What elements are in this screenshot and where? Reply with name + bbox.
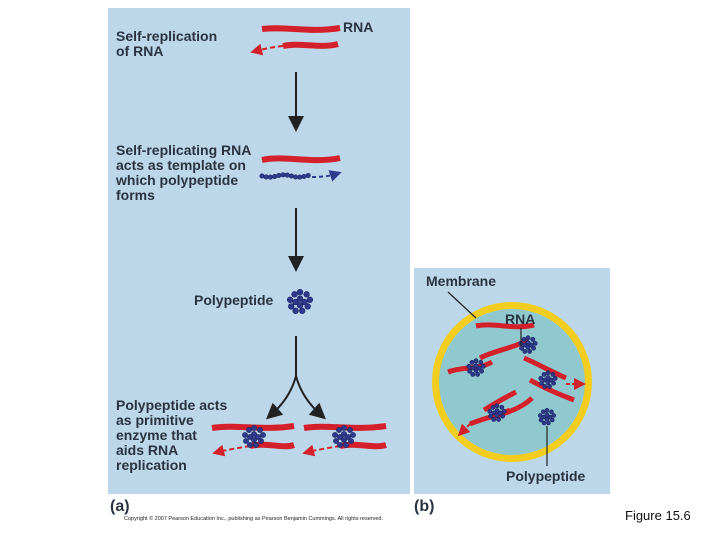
membrane-label: Membrane <box>426 273 497 289</box>
protocell-rna-strands <box>447 322 586 437</box>
step-polypeptide-label: Polypeptide <box>194 292 274 308</box>
polypeptide-label-cell: Polypeptide <box>506 468 586 484</box>
protocell-polypeptides <box>466 335 558 426</box>
step-template-label: Self-replicating RNA acts as template on… <box>116 142 252 203</box>
rna-strand-copy <box>250 41 339 56</box>
leader-lines <box>447 291 548 466</box>
copyright-text: Copyright © 2007 Pearson Education Inc.,… <box>124 516 384 522</box>
polypeptide-enzyme-left <box>242 425 266 448</box>
step-self-replication-label: Self-replication of RNA <box>116 28 218 59</box>
panel-a-tag: (a) <box>110 498 130 515</box>
rna-strand-template <box>261 25 341 33</box>
forming-polypeptide-chain <box>259 170 342 182</box>
polypeptide-enzyme-right <box>332 425 356 448</box>
panel-a-background <box>108 8 410 494</box>
rna-label-cell: RNA <box>505 311 536 327</box>
polypeptide-cluster-icon <box>286 288 314 314</box>
step-enzyme-label: Polypeptide acts as primitive enzyme tha… <box>116 397 228 473</box>
split-arrow <box>266 336 326 420</box>
panel-b-tag: (b) <box>414 498 435 515</box>
figure-caption: Figure 15.6 <box>625 508 691 523</box>
rna-label: RNA <box>343 19 374 35</box>
rna-template-strand <box>261 155 341 164</box>
